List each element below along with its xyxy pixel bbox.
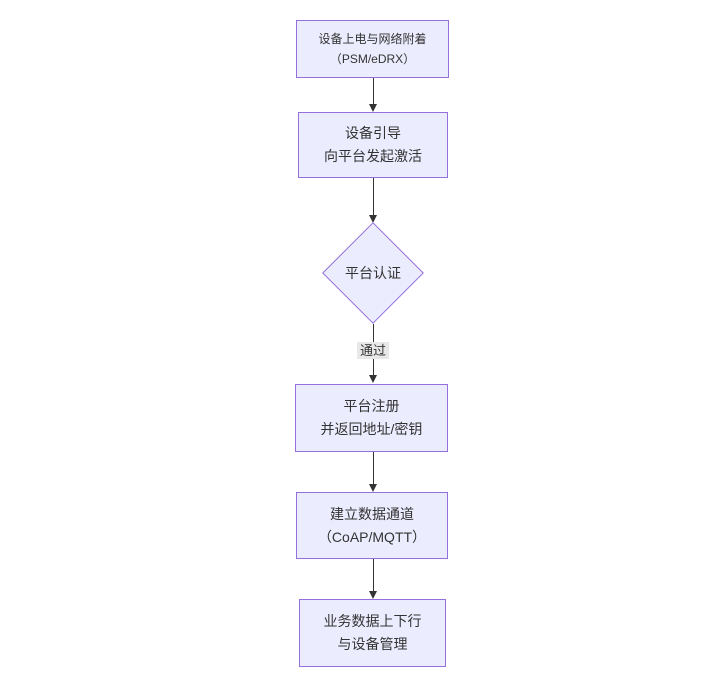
node-label-line: 设备引导: [345, 125, 401, 141]
arrow-shaft: [373, 559, 374, 592]
arrow-down-1: [369, 78, 378, 112]
node-label-line: 业务数据上下行: [323, 613, 422, 629]
arrow-shaft: [373, 452, 374, 485]
node-label-line: 建立数据通道: [330, 505, 414, 522]
arrow-shaft: [373, 78, 374, 105]
node-device-bootstrap: 设备引导 向平台发起激活: [298, 112, 448, 178]
node-label-line: 向平台发起激活: [324, 148, 422, 164]
arrow-down-5: [369, 559, 378, 599]
node-label-line: 并返回地址/密钥: [320, 421, 423, 437]
node-label-line: （PSM/eDRX）: [329, 52, 416, 66]
node-label-line: 平台注册: [343, 398, 400, 414]
decision-platform-auth-label: 平台认证: [345, 265, 401, 281]
arrow-down-2: [369, 178, 378, 223]
arrowhead-icon: [369, 484, 377, 492]
node-business-data-management: 业务数据上下行 与设备管理: [299, 599, 446, 667]
arrowhead-icon: [369, 215, 377, 223]
arrowhead-icon: [369, 375, 377, 383]
arrowhead-icon: [369, 591, 377, 599]
arrowhead-icon: [369, 104, 377, 112]
node-power-network-attach: 设备上电与网络附着 （PSM/eDRX）: [296, 20, 449, 78]
arrow-down-4: [369, 452, 378, 492]
node-data-channel: 建立数据通道 （CoAP/MQTT）: [296, 492, 448, 559]
node-platform-register: 平台注册 并返回地址/密钥: [295, 384, 448, 452]
edge-label-pass: 通过: [356, 342, 390, 359]
node-label-line: 与设备管理: [337, 636, 408, 652]
node-label-line: 设备上电与网络附着: [318, 32, 427, 46]
node-label-line: （CoAP/MQTT）: [317, 528, 427, 545]
arrow-shaft: [373, 178, 374, 216]
